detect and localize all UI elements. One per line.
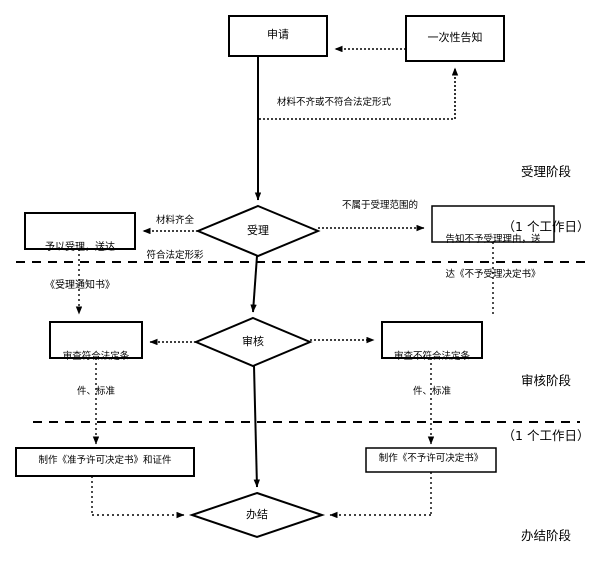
node-accept-decision-shape xyxy=(195,204,321,258)
node-make-permit-shape xyxy=(15,447,195,477)
node-review-decision-shape xyxy=(193,316,313,368)
node-complete-shape xyxy=(188,491,326,539)
node-review-pass-shape xyxy=(49,321,143,359)
node-one-time-notice-shape xyxy=(405,15,505,62)
edge-review-to-complete xyxy=(253,365,261,488)
node-apply-shape xyxy=(228,15,328,57)
node-make-refusal-shape xyxy=(365,447,497,473)
edge-accept-to-review xyxy=(250,255,258,313)
node-review-fail-shape xyxy=(381,321,483,359)
node-grant-accept-shape xyxy=(24,212,136,250)
node-refuse-accept-shape xyxy=(431,205,555,243)
